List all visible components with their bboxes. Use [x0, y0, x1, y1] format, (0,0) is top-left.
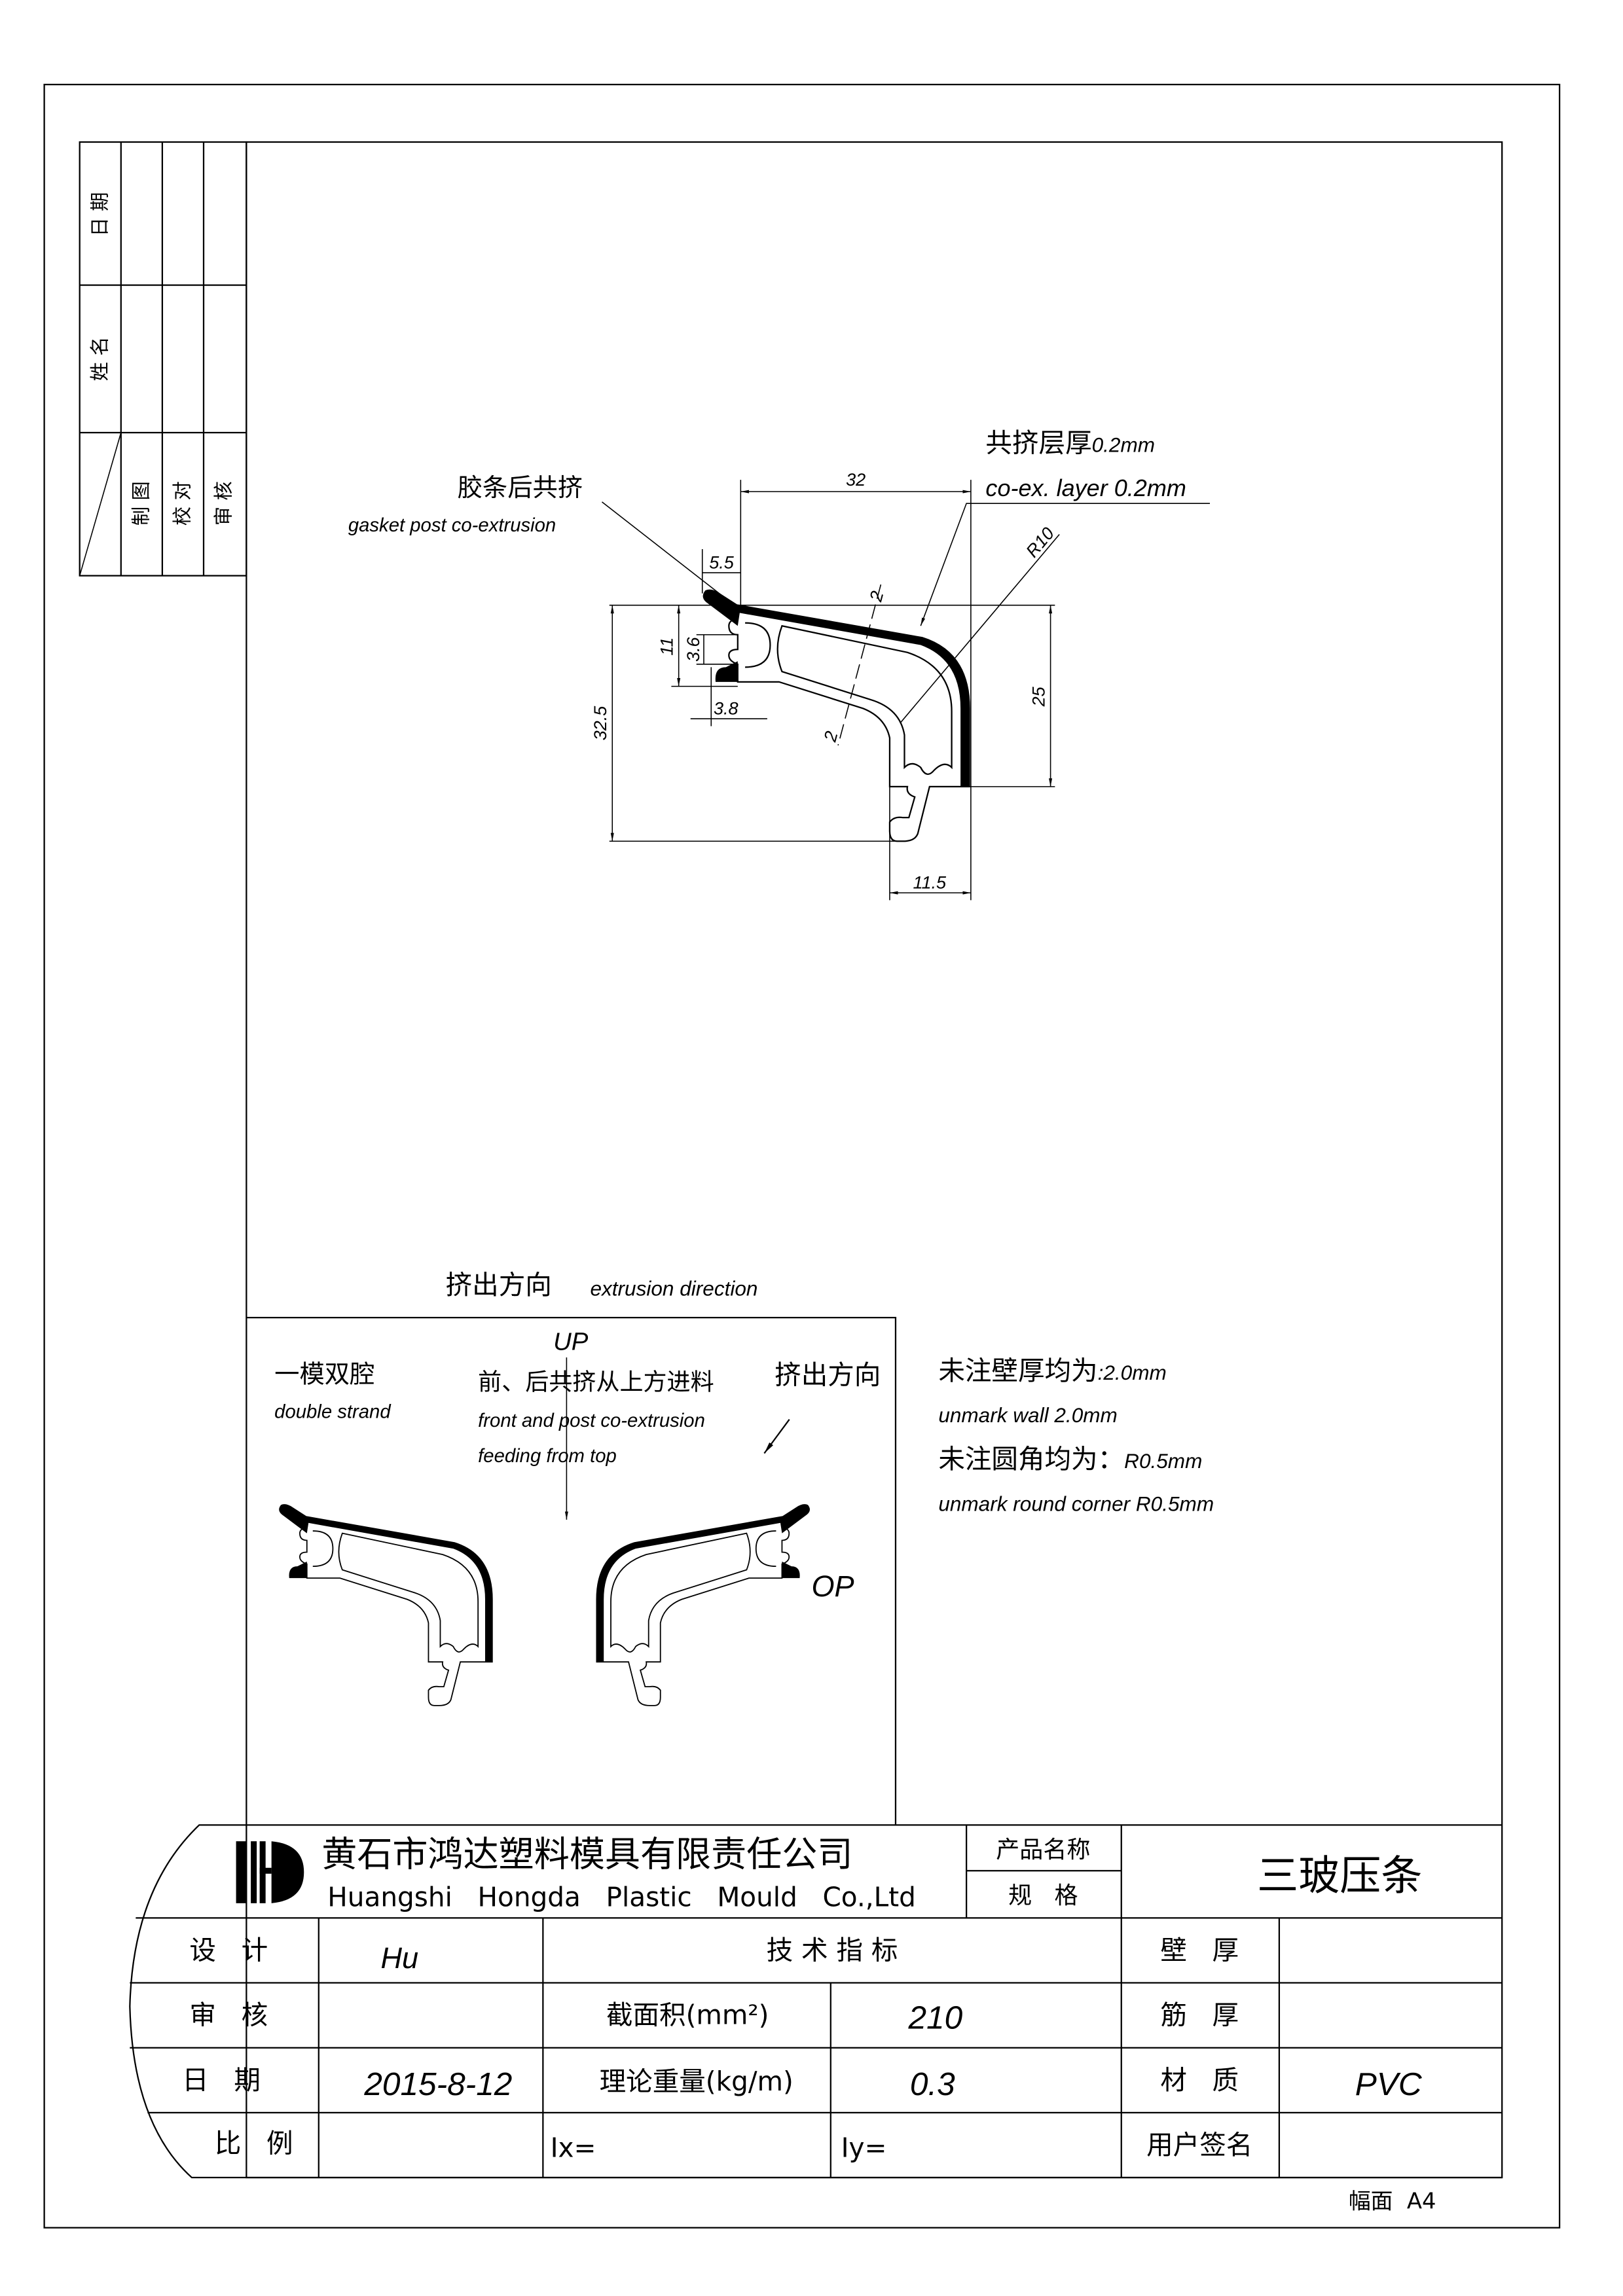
strip-drawn-label: 制 图 [130, 481, 152, 526]
wall-label: 壁 厚 [1160, 1935, 1239, 1966]
strip-reviewed-label: 审 核 [213, 481, 235, 526]
op-label: OP [812, 1570, 854, 1603]
outer-border [43, 84, 1561, 2229]
extrusion-title-en: extrusion direction [590, 1276, 757, 1300]
sheet-size: 幅面 A4 [1349, 2188, 1436, 2214]
tech-label: 技 术 指 标 [767, 1935, 898, 1966]
dim-foot-width: 11.5 [913, 872, 947, 892]
strand-label-en: double strand [274, 1401, 392, 1422]
feed-label-cn: 前、后共挤从上方进料 [478, 1369, 714, 1396]
right-strand-profile [596, 1503, 811, 1706]
profile-section-drawing: 32 5.5 R10 2 2 11 3.6 3.8 32.5 25 11.5 共… [348, 427, 1210, 901]
title-block: 黄石市鸿达塑料模具有限责任公司 Huangshi Hongda Plastic … [129, 1824, 1503, 2179]
signature-label: 用户签名 [1146, 2129, 1252, 2161]
note-corner-cn: 未注圆角均为：R0.5mm [938, 1443, 1202, 1475]
coex-label-en: co-ex. layer 0.2mm [985, 475, 1186, 501]
note-corner-en: unmark round corner R0.5mm [938, 1492, 1214, 1515]
company-name-en: Huangshi Hongda Plastic Mould Co.,Ltd [327, 1881, 916, 1912]
feed-label-en-1: front and post co-extrusion [478, 1410, 705, 1431]
extrusion-title-cn: 挤出方向 [446, 1269, 552, 1300]
strand-label-cn: 一模双腔 [274, 1359, 374, 1389]
dim-wall-bottom: 2 [820, 729, 841, 744]
dim-total-height: 32.5 [591, 706, 610, 741]
dim-lip: 5.5 [709, 552, 735, 572]
extrusion-diagram: 一模双腔 double strand UP 前、后共挤从上方进料 front a… [246, 1317, 897, 1825]
weight-value: 0.3 [910, 2066, 955, 2102]
material-label: 材 质 [1160, 2064, 1239, 2096]
dim-radius: R10 [1022, 524, 1058, 561]
date-value: 2015-8-12 [363, 2066, 512, 2102]
profile-shape [702, 588, 970, 842]
product-name: 三玻压条 [1257, 1852, 1422, 1900]
area-label: 截面积(mm²) [606, 2000, 769, 2031]
date-label: 日 期 [182, 2064, 261, 2096]
coex-label-cn: 共挤层厚0.2mm [985, 427, 1155, 458]
left-signature-strip: 日 期 姓 名 制 图 校 对 审 核 [79, 141, 247, 577]
direction-arrow [763, 1418, 790, 1454]
up-label: UP [553, 1328, 589, 1356]
ix-label: Ix= [551, 2132, 596, 2163]
note-wall-en: unmark wall 2.0mm [938, 1403, 1117, 1427]
area-value: 210 [907, 1999, 962, 2036]
scale-label: 比 例 [215, 2128, 293, 2159]
spec-label: 规 格 [1008, 1882, 1078, 1909]
direction-label-cn: 挤出方向 [775, 1359, 881, 1391]
design-value: Hu [380, 1941, 418, 1975]
review-label: 审 核 [189, 2000, 268, 2031]
dim-gasket-width: 3.8 [714, 698, 739, 718]
dim-right-height: 25 [1029, 686, 1049, 707]
product-name-label: 产品名称 [996, 1836, 1090, 1863]
left-strand-profile [278, 1503, 493, 1706]
strip-checked-label: 校 对 [171, 481, 193, 526]
feed-label-en-2: feeding from top [478, 1445, 617, 1467]
general-notes: 未注壁厚均为:2.0mm unmark wall 2.0mm 未注圆角均为：R0… [938, 1355, 1214, 1516]
strip-name-label: 姓 名 [88, 336, 111, 381]
dim-clip-height: 11 [657, 637, 677, 656]
material-value: PVC [1355, 2066, 1423, 2102]
note-wall-cn: 未注壁厚均为:2.0mm [938, 1355, 1166, 1386]
gasket-label-en: gasket post co-extrusion [348, 514, 556, 536]
gasket-label-cn: 胶条后共挤 [458, 473, 583, 503]
dim-slot: 3.6 [684, 637, 703, 662]
weight-label: 理论重量(kg/m) [600, 2066, 793, 2097]
company-name-cn: 黄石市鸿达塑料模具有限责任公司 [321, 1834, 852, 1875]
design-label: 设 计 [189, 1935, 268, 1966]
company-logo [236, 1841, 304, 1903]
dim-wall-top: 2 [866, 589, 887, 604]
iy-label: Iy= [841, 2132, 887, 2163]
rib-label: 筋 厚 [1160, 2000, 1239, 2031]
strip-date-label: 日 期 [88, 192, 111, 237]
dim-width: 32 [846, 470, 866, 490]
